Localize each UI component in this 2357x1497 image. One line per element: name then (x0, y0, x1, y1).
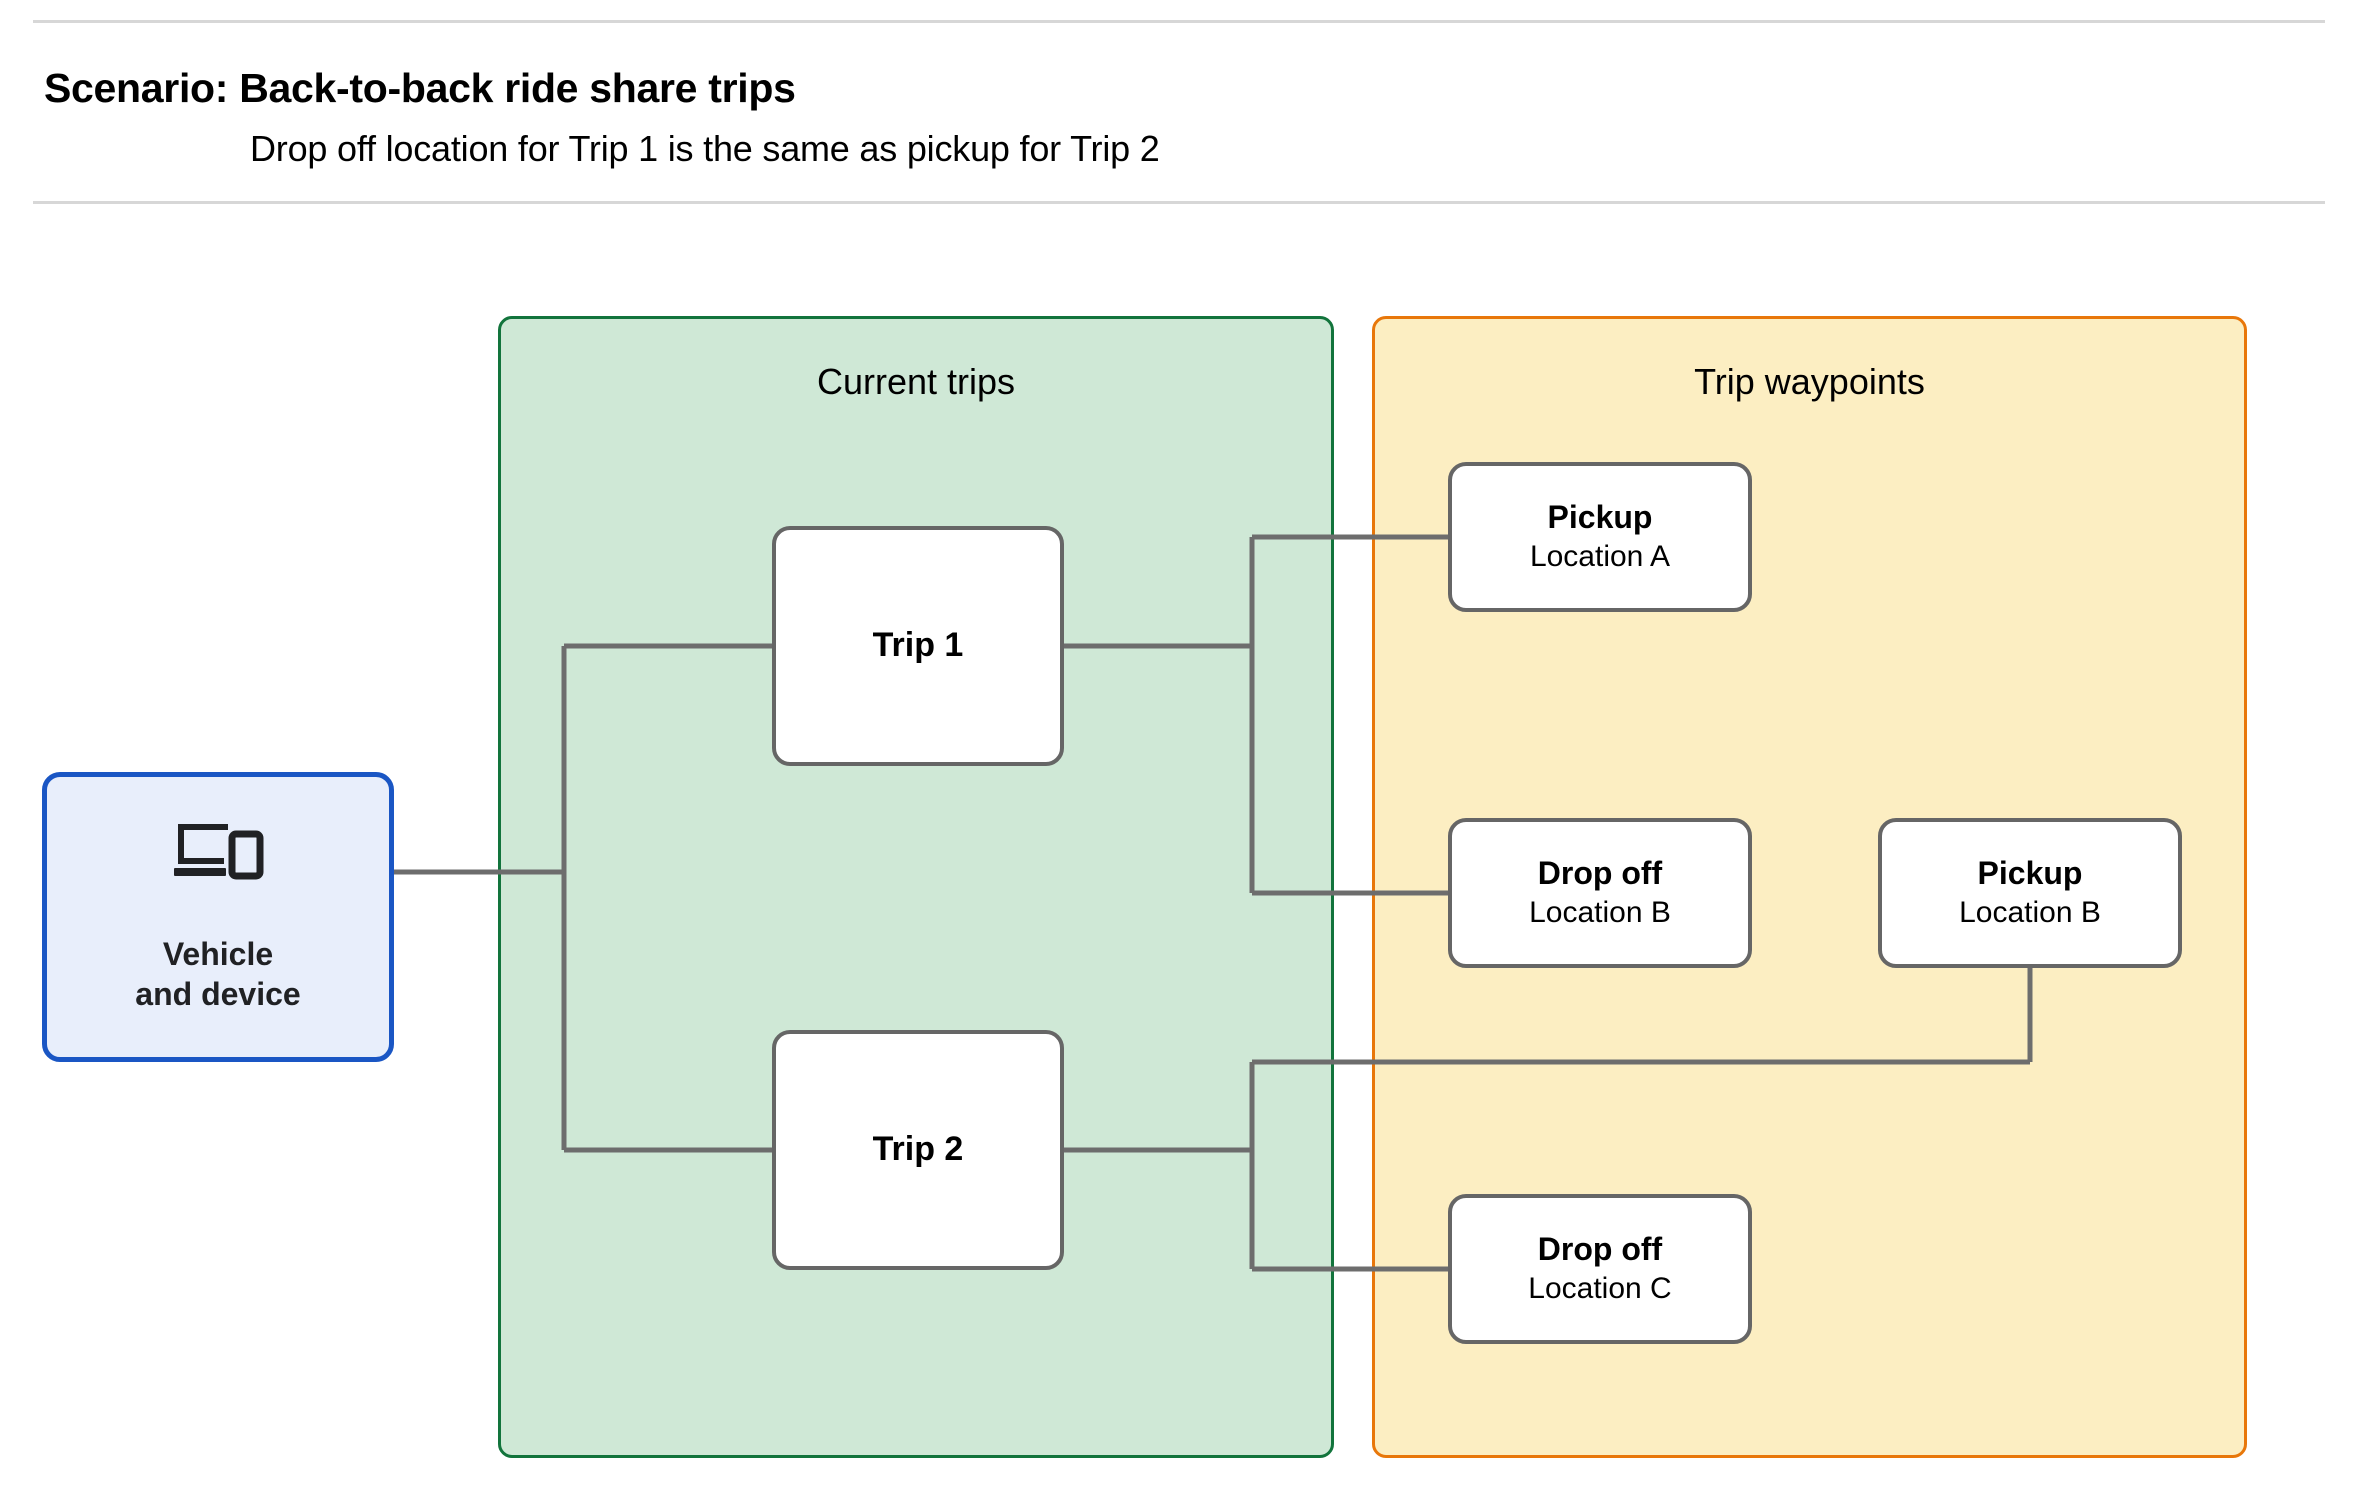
header-divider-bottom (33, 201, 2325, 204)
node-trip-1[interactable]: Trip 1 (772, 526, 1064, 766)
node-waypoint-pickup-b[interactable]: Pickup Location B (1878, 818, 2182, 968)
waypoint-location: Location A (1529, 540, 1671, 574)
waypoint-location: Location C (1528, 1272, 1672, 1306)
node-trip-2-label: Trip 2 (872, 1130, 964, 1169)
waypoint-location: Location B (1529, 896, 1671, 930)
page-title: Scenario: Back-to-back ride share trips (44, 65, 796, 111)
waypoint-type: Pickup (1977, 855, 2083, 892)
group-current-trips-title: Current trips (816, 361, 1016, 402)
waypoint-type: Drop off (1537, 1231, 1663, 1268)
node-trip-2[interactable]: Trip 2 (772, 1030, 1064, 1270)
group-current-trips: Current trips (498, 316, 1334, 1458)
node-trip-1-label: Trip 1 (872, 626, 964, 665)
node-vehicle-and-device[interactable]: Vehicle and device (42, 772, 394, 1062)
node-waypoint-dropoff-b[interactable]: Drop off Location B (1448, 818, 1752, 968)
header-divider-top (33, 20, 2325, 23)
devices-icon (174, 824, 264, 880)
page-subtitle: Drop off location for Trip 1 is the same… (250, 128, 1160, 169)
vehicle-label: Vehicle and device (135, 936, 301, 1012)
group-trip-waypoints-title: Trip waypoints (1694, 361, 1925, 402)
waypoint-type: Drop off (1537, 855, 1663, 892)
waypoint-type: Pickup (1547, 499, 1653, 536)
node-waypoint-dropoff-c[interactable]: Drop off Location C (1448, 1194, 1752, 1344)
waypoint-location: Location B (1959, 896, 2101, 930)
node-waypoint-pickup-a[interactable]: Pickup Location A (1448, 462, 1752, 612)
